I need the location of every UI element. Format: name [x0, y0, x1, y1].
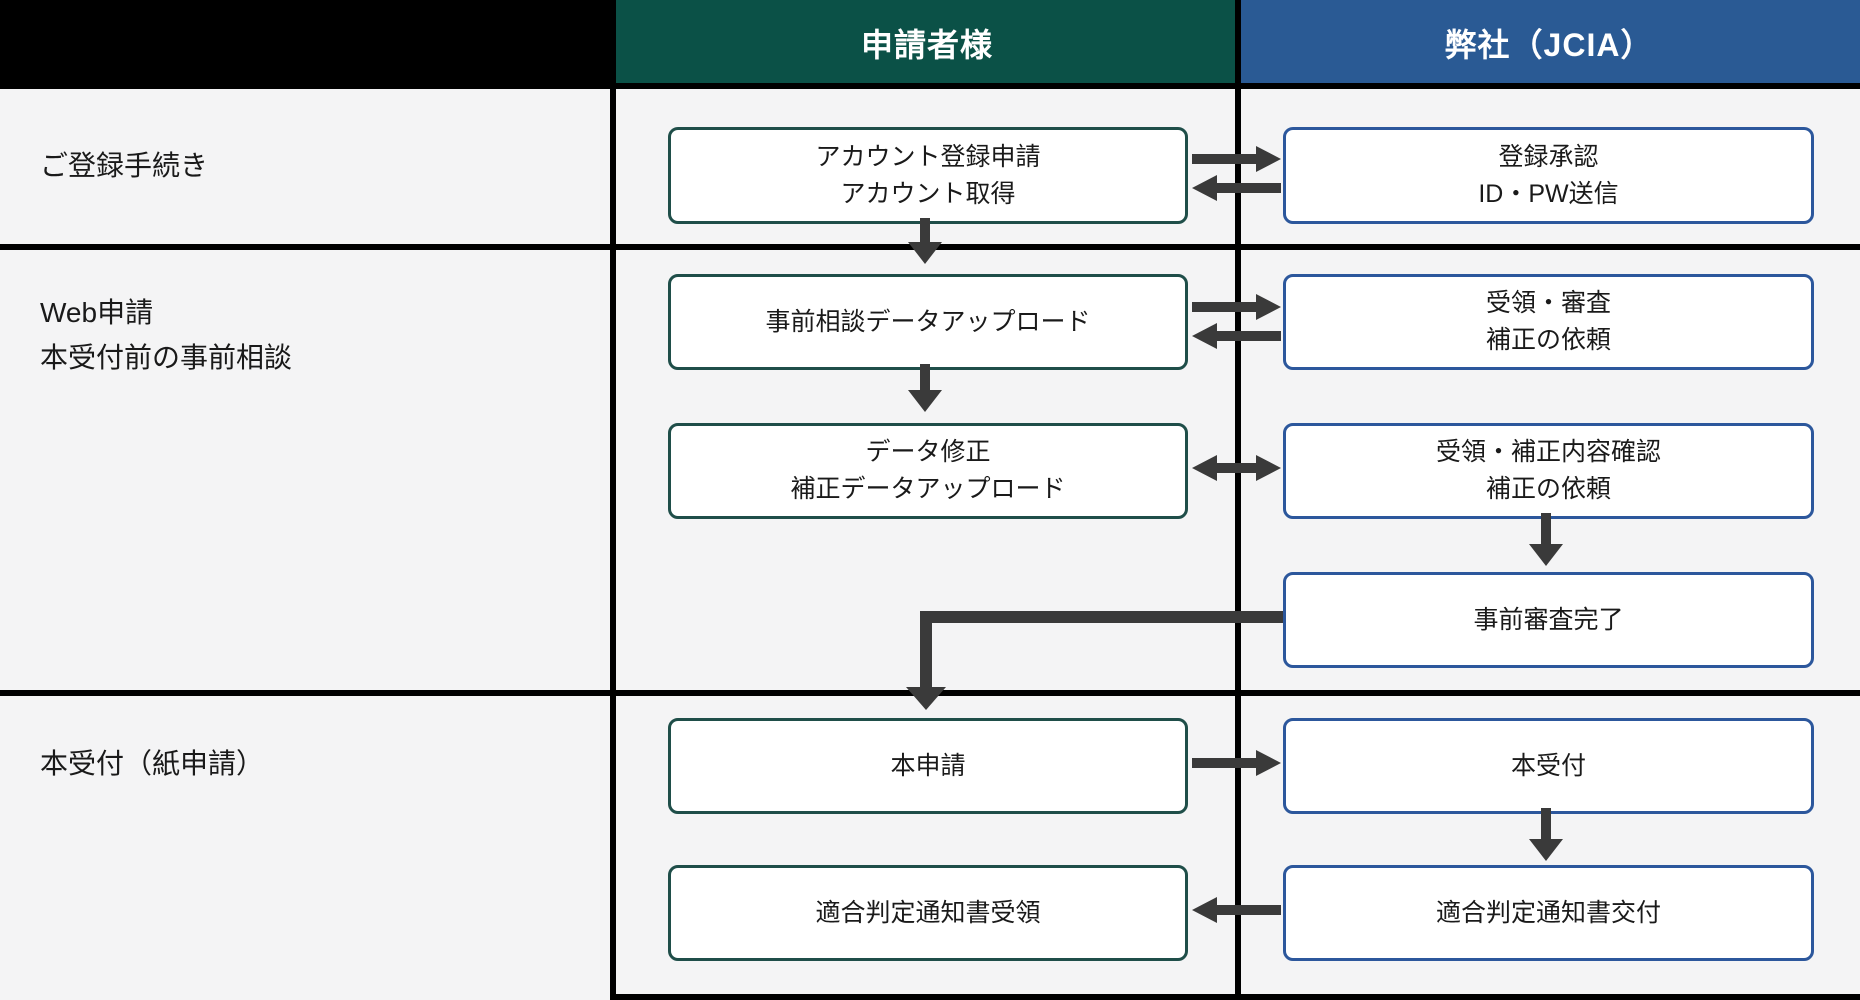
arrow-head-down-icon: [908, 242, 942, 264]
flow-box-account-request: アカウント登録申請 アカウント取得: [668, 127, 1188, 224]
box-text-line: 適合判定通知書交付: [1435, 898, 1661, 927]
grid-horizontal-divider-bottom: [610, 994, 1860, 1000]
grid-horizontal-divider-header: [0, 83, 1860, 89]
flow-box-certificate-receive: 適合判定通知書受領: [668, 865, 1188, 961]
row-label-web-application: Web申請 本受付前の事前相談: [40, 290, 292, 380]
box-text-line: 事前相談データアップロード: [765, 307, 1091, 336]
arrow-head-down-icon: [1529, 839, 1563, 861]
box-text-line: アカウント取得: [840, 179, 1016, 208]
arrow-head-right-icon: [1256, 750, 1281, 776]
flow-box-correction-check: 受領・補正内容確認 補正の依頼: [1283, 423, 1814, 519]
arrow-head-right-icon: [1256, 455, 1281, 481]
arrow-shaft: [1541, 808, 1551, 841]
box-text-line: 受領・補正内容確認: [1435, 438, 1661, 466]
arrow-shaft: [1541, 513, 1551, 546]
box-text-line: データ修正: [865, 438, 991, 466]
grid-vertical-divider-left: [610, 0, 616, 1000]
box-text-line: 本申請: [890, 751, 966, 780]
box-text-line: 適合判定通知書受領: [815, 898, 1041, 927]
flow-box-data-correction: データ修正 補正データアップロード: [668, 423, 1188, 519]
company-header-label: 弊社（JCIA）: [1444, 27, 1654, 63]
box-text-line: アカウント登録申請: [815, 142, 1041, 171]
arrow-shaft: [1192, 758, 1258, 768]
grid-vertical-divider-center: [1235, 0, 1241, 1000]
arrow-shaft: [1215, 905, 1281, 915]
arrow-head-down-icon: [908, 390, 942, 412]
arrow-shaft: [920, 611, 1283, 623]
arrow-shaft: [920, 218, 930, 244]
flow-box-certificate-issue: 適合判定通知書交付: [1283, 865, 1814, 961]
box-text-line: 補正データアップロード: [790, 475, 1066, 503]
arrow-shaft: [1215, 331, 1281, 341]
flow-box-pre-review-complete: 事前審査完了: [1283, 572, 1814, 668]
arrow-head-left-icon: [1192, 175, 1217, 201]
box-text-line: 本受付: [1510, 751, 1586, 780]
row-label-text: 本受付（紙申請）: [40, 748, 265, 779]
arrow-shaft: [1215, 183, 1281, 193]
box-text-line: 事前審査完了: [1473, 605, 1624, 634]
arrow-head-down-icon: [1529, 544, 1563, 566]
header-cell-company: 弊社（JCIA）: [1238, 0, 1860, 86]
row-label-text: Web申請: [40, 297, 154, 328]
arrow-head-right-icon: [1256, 294, 1281, 320]
flow-box-registration-approval: 登録承認 ID・PW送信: [1283, 127, 1814, 224]
arrow-shaft: [1192, 302, 1258, 312]
arrow-shaft: [920, 611, 932, 689]
arrow-shaft: [1192, 154, 1258, 164]
box-text-line: 受領・審査: [1485, 289, 1611, 317]
header-cell-blank: [0, 0, 616, 86]
applicant-header-label: 申請者様: [860, 27, 993, 63]
arrow-head-left-icon: [1192, 897, 1217, 923]
flow-box-pre-consult-upload: 事前相談データアップロード: [668, 274, 1188, 370]
arrow-shaft: [920, 364, 930, 392]
arrow-head-left-icon: [1192, 323, 1217, 349]
flow-box-receipt-review: 受領・審査 補正の依頼: [1283, 274, 1814, 370]
box-text-line: 補正の依頼: [1485, 475, 1611, 503]
row-label-paper-application: 本受付（紙申請）: [40, 741, 264, 786]
arrow-head-down-icon: [906, 687, 946, 710]
flow-box-main-application: 本申請: [668, 718, 1188, 814]
box-text-line: ID・PW送信: [1478, 179, 1619, 208]
flow-box-main-reception: 本受付: [1283, 718, 1814, 814]
header-cell-applicant: 申請者様: [616, 0, 1238, 86]
box-text-line: 補正の依頼: [1485, 326, 1611, 354]
arrow-head-left-icon: [1192, 455, 1217, 481]
row-label-registration: ご登録手続き: [40, 143, 208, 188]
row-label-text: ご登録手続き: [40, 150, 209, 181]
row-label-text: 本受付前の事前相談: [40, 342, 293, 373]
arrow-head-right-icon: [1256, 146, 1281, 172]
box-text-line: 登録承認: [1498, 142, 1599, 171]
arrow-shaft: [1214, 463, 1258, 473]
